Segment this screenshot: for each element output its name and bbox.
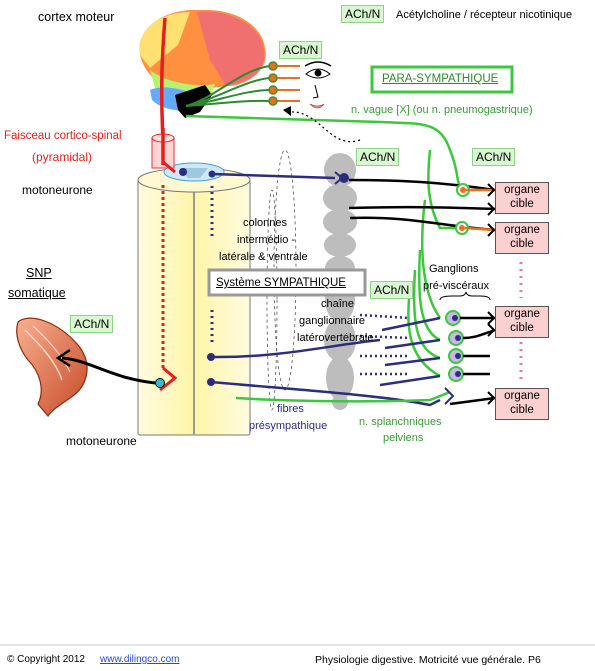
chain-label-line1: chaîne xyxy=(321,298,355,310)
legend-ach-badge: ACh/N xyxy=(341,5,385,23)
splanchnic-label-line1: n. splanchniques xyxy=(359,416,442,428)
snp-label: SNP xyxy=(26,266,52,280)
motoneuron-top-label: motoneurone xyxy=(22,183,93,197)
organ-label: organe xyxy=(504,224,540,236)
target-organ: organe cible xyxy=(495,388,549,420)
parasympathetic-box-frame xyxy=(370,65,514,94)
columns-label-line3: latérale & ventrale xyxy=(219,251,308,263)
postganglionic-sympathetic xyxy=(348,205,496,211)
pyramidal-label: (pyramidal) xyxy=(32,150,93,164)
muscle-illustration xyxy=(16,317,88,418)
ach-brain-badge: ACh/N xyxy=(279,41,323,59)
somatic-label: somatique xyxy=(8,286,66,300)
vagus-nerve-label: n. vague [X] (ou n. pneumogastrique) xyxy=(351,104,533,116)
target-label: cible xyxy=(510,322,534,334)
somatic-motor-nerve xyxy=(61,356,156,385)
footer-copyright: © Copyright 2012 xyxy=(7,654,85,665)
columns-label-line2: intermédio - xyxy=(237,234,296,246)
brain-illustration xyxy=(139,9,266,141)
ganglia-label-line2: pré-viscéraux xyxy=(423,280,490,292)
ach-chain-badge: ACh/N xyxy=(356,148,400,166)
corticospinal-tract-label: Faisceau cortico-spinal xyxy=(4,130,122,142)
ach-ganglia-badge: ACh/N xyxy=(370,281,414,299)
motoneuron-bottom-label: motoneurone xyxy=(66,434,137,448)
target-organ: organe cible xyxy=(495,222,549,254)
preganglionic-sympathetic xyxy=(210,172,441,407)
target-organ: organe cible xyxy=(495,306,549,338)
columns-label-line1: colonnes xyxy=(243,217,288,229)
footer-site-link[interactable]: www.dilingco.com xyxy=(100,654,180,665)
target-label: cible xyxy=(510,404,534,416)
ganglia-label-line1: Ganglions xyxy=(429,263,479,275)
vagus-nerve xyxy=(185,114,464,378)
preganglionic-dotted xyxy=(359,313,411,376)
sympathetic-box-frame xyxy=(207,268,367,297)
eye-icon xyxy=(304,61,332,109)
ach-muscle-badge: ACh/N xyxy=(70,315,114,333)
fibers-label-line2: présympathique xyxy=(249,420,328,432)
ach-organ-badge: ACh/N xyxy=(472,148,516,166)
cranial-nerves-face xyxy=(185,61,300,107)
cortex-label: cortex moteur xyxy=(38,10,115,24)
synapse-icon xyxy=(444,387,455,405)
fiber-bundle-outline xyxy=(266,189,278,411)
brace-icon xyxy=(439,291,491,301)
organ-label: organe xyxy=(504,390,540,402)
target-organ: organe cible xyxy=(495,182,549,214)
parasympathetic-ganglia xyxy=(455,183,496,235)
cortico-spinal-tract xyxy=(159,128,178,392)
arrow-head-icon xyxy=(283,106,291,116)
pelvic-splanchnic-nerve xyxy=(235,390,451,403)
legend-ach-description: Acétylcholine / récepteur nicotinique xyxy=(396,9,573,21)
organ-label: organe xyxy=(504,184,540,196)
splanchnic-label-line2: pelviens xyxy=(383,432,424,444)
dotted-pathway xyxy=(289,111,361,143)
fibers-label-line1: fibres xyxy=(277,403,304,415)
footer-title: Physiologie digestive. Motricité vue gén… xyxy=(315,654,541,666)
target-label: cible xyxy=(510,238,534,250)
chain-label-line3: latérovertébrale xyxy=(297,332,374,344)
nerve-terminals xyxy=(487,183,496,405)
parasympathetic-title: PARA-SYMPATHIQUE xyxy=(382,73,499,85)
chain-label-line2: ganglionnaire xyxy=(299,315,366,327)
postganglionic-sympathetic xyxy=(348,178,496,232)
neuromuscular-junction-icon xyxy=(55,348,71,368)
sympathetic-title: Système SYMPATHIQUE xyxy=(216,277,346,289)
target-label: cible xyxy=(510,198,534,210)
prevertebral-ganglia xyxy=(445,310,464,382)
organ-label: organe xyxy=(504,308,540,320)
ganglion-cell xyxy=(339,173,349,183)
